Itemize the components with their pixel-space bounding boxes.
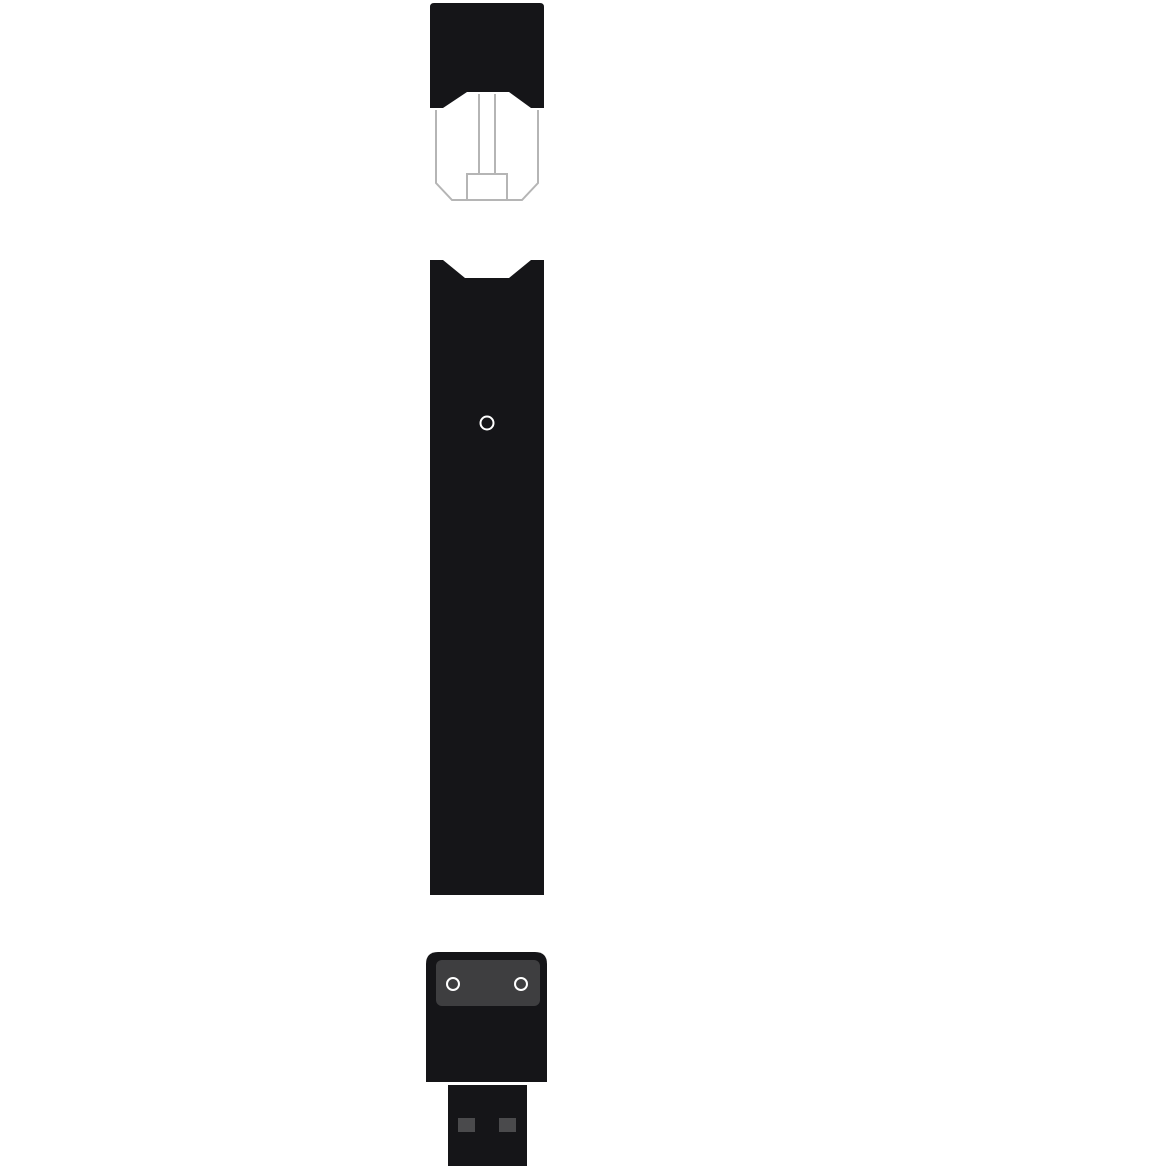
charger-contact-left-icon xyxy=(446,977,460,991)
pod-reservoir-outline xyxy=(435,110,539,201)
device-body xyxy=(430,260,544,895)
pod xyxy=(430,3,544,201)
device-body-shell xyxy=(430,260,544,895)
usb-contact-right xyxy=(499,1118,516,1132)
pod-cap xyxy=(430,3,544,108)
usb-contact-left xyxy=(458,1118,475,1132)
pod-coil-housing xyxy=(466,173,508,201)
charger-contact-panel xyxy=(436,960,540,1006)
usb-charger xyxy=(426,952,547,1166)
charger-contact-right-icon xyxy=(514,977,528,991)
led-indicator-icon xyxy=(479,415,495,431)
